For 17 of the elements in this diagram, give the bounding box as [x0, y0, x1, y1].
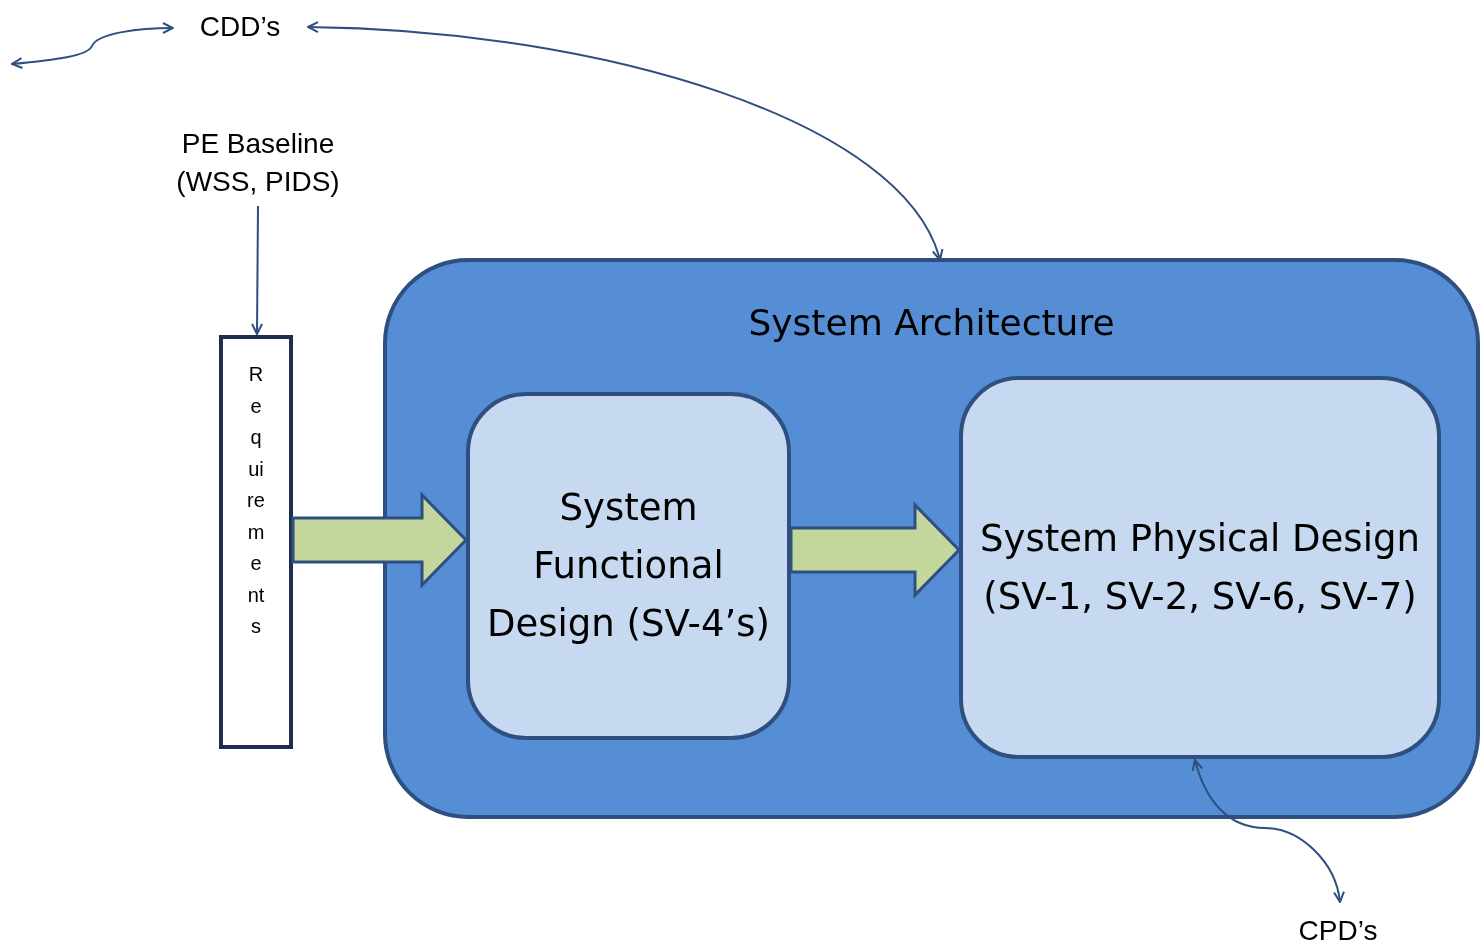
block-arrow [291, 491, 469, 589]
block-arrow [789, 501, 962, 599]
box-label: System Physical Design (SV-1, SV-2, SV-6, SV-7) [979, 515, 1421, 620]
container-box [383, 258, 1480, 819]
curved-arrow [1191, 759, 1345, 903]
container-title: System Architecture [747, 302, 1116, 343]
text-label: PE Baseline (WSS, PIDS) [140, 125, 376, 203]
text-label: CPD’s [1280, 912, 1396, 946]
curved-arrow [307, 21, 942, 261]
requirements-box [219, 335, 293, 749]
curved-arrow [11, 22, 174, 70]
curved-arrow [251, 205, 264, 335]
vertical-label: Requirements [246, 362, 266, 639]
process-box [959, 376, 1441, 759]
process-box [466, 392, 791, 740]
box-label: System Functional Design (SV-4’s) [486, 485, 771, 647]
text-label: CDD’s [175, 8, 305, 48]
